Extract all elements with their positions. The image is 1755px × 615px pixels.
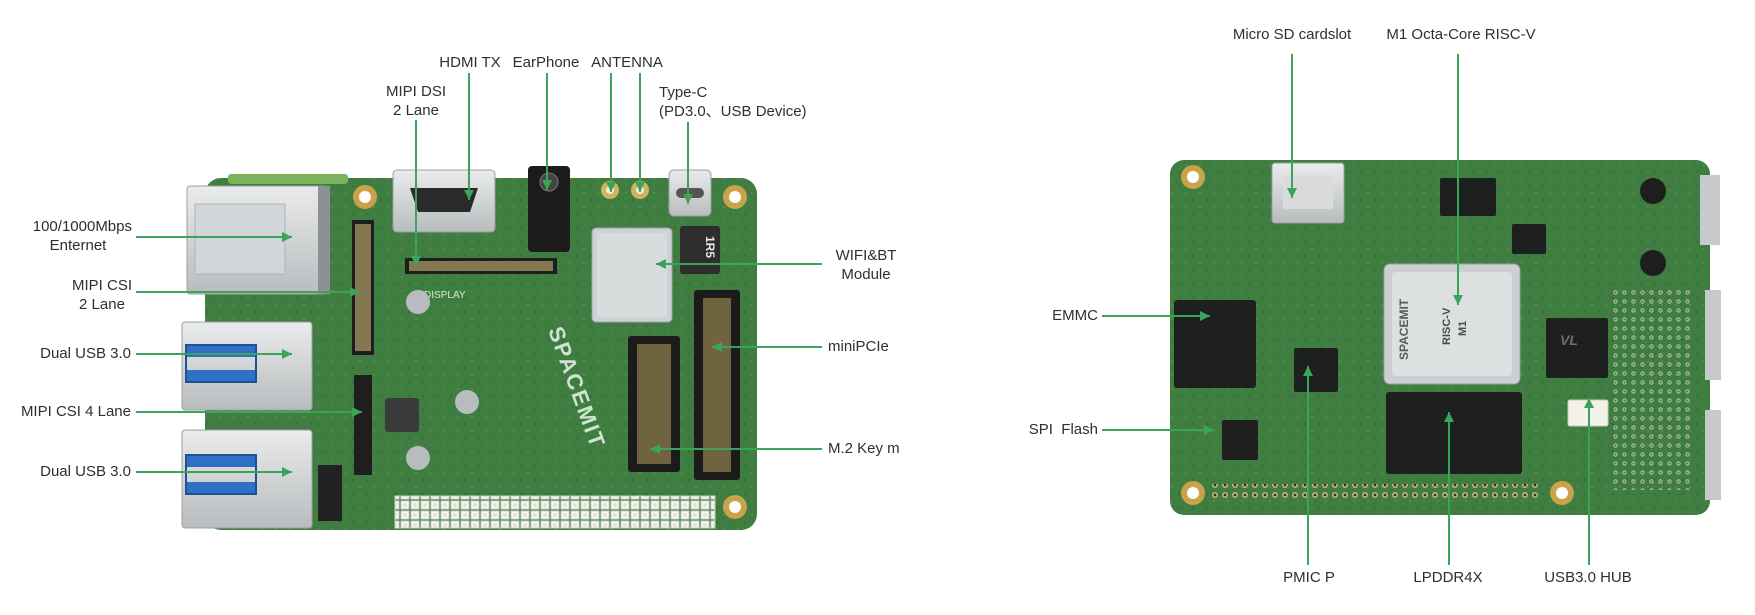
hdmi-port: [392, 169, 496, 233]
label-lpddr: LPDDR4X: [1413, 569, 1483, 586]
spi-flash-chip: [1222, 420, 1258, 460]
label-hdmi: HDMI TX: [439, 54, 501, 71]
buttons: [318, 465, 342, 521]
minipcie-slot: [694, 290, 740, 480]
label-usb-1: Dual USB 3.0: [40, 345, 131, 362]
soc-chip: [1383, 263, 1521, 385]
gpio-header: [394, 495, 716, 529]
screw-2: [455, 390, 479, 414]
inductor-1r5: [680, 226, 720, 274]
label-antenna: ANTENNA: [591, 54, 663, 71]
microsd-slot: [1271, 162, 1345, 224]
usb-hub-chip: [1546, 318, 1608, 378]
screw-3: [406, 446, 430, 470]
label-microsd: Micro SD cardslot: [1232, 26, 1352, 43]
leader-lines: [136, 54, 1594, 565]
inductor-marking: 1R5: [703, 236, 717, 258]
lpddr-chip: [1386, 392, 1522, 474]
label-mipi-dsi: MIPI DSI 2 Lane: [385, 83, 447, 119]
label-soc: M1 Octa-Core RISC-V: [1386, 26, 1536, 43]
label-earphone: EarPhone: [512, 54, 580, 71]
emmc-chip: [1174, 300, 1256, 388]
usb-hub-marking: VL: [1560, 332, 1578, 348]
label-emmc: EMMC: [1052, 307, 1098, 324]
label-usb-hub: USB3.0 HUB: [1544, 569, 1632, 586]
label-minipcie: miniPCIe: [828, 338, 889, 355]
pmic-chip: [1294, 348, 1338, 392]
wifi-bt-module: [591, 227, 673, 323]
soc-model: M1: [1457, 321, 1469, 336]
label-m2: M.2 Key m: [828, 440, 900, 457]
label-spi-flash: SPI Flash: [1028, 421, 1098, 438]
m2-slot: [628, 336, 680, 472]
ethernet-port: [186, 185, 330, 295]
usb-port-top: [181, 321, 313, 411]
back-pin-row: [1208, 484, 1538, 500]
back-mount-holes: [1181, 165, 1574, 505]
label-pmic: PMIC P: [1283, 569, 1335, 586]
front-board: SPACEMIT DISPLAY 1R5: [181, 166, 757, 530]
typec-port: [668, 169, 712, 217]
label-mipi-csi-2: MIPI CSI 2 Lane: [71, 277, 132, 313]
regulator-chip: [1440, 178, 1496, 216]
inductor-small: [385, 398, 419, 432]
mount-holes: [353, 185, 747, 519]
screw-1: [406, 290, 430, 314]
label-ethernet: 100/1000Mbps Enternet: [32, 218, 132, 254]
label-wifi-bt: WIFI&BT Module: [835, 247, 897, 283]
label-mipi-csi-4: MIPI CSI 4 Lane: [20, 403, 131, 420]
label-typec: Type-C (PD3.0、USB Device): [659, 84, 807, 120]
silk-display: DISPLAY: [424, 290, 466, 301]
soc-brand: SPACEMIT: [1397, 298, 1411, 360]
label-usb-2: Dual USB 3.0: [40, 463, 131, 480]
usb-port-bottom: [181, 429, 313, 529]
soc-text: RISC-V: [1441, 307, 1453, 345]
earphone-jack: [528, 166, 570, 252]
csi4-connector: [354, 375, 372, 475]
back-board: SPACEMIT RISC-V M1 VL: [1170, 160, 1721, 515]
